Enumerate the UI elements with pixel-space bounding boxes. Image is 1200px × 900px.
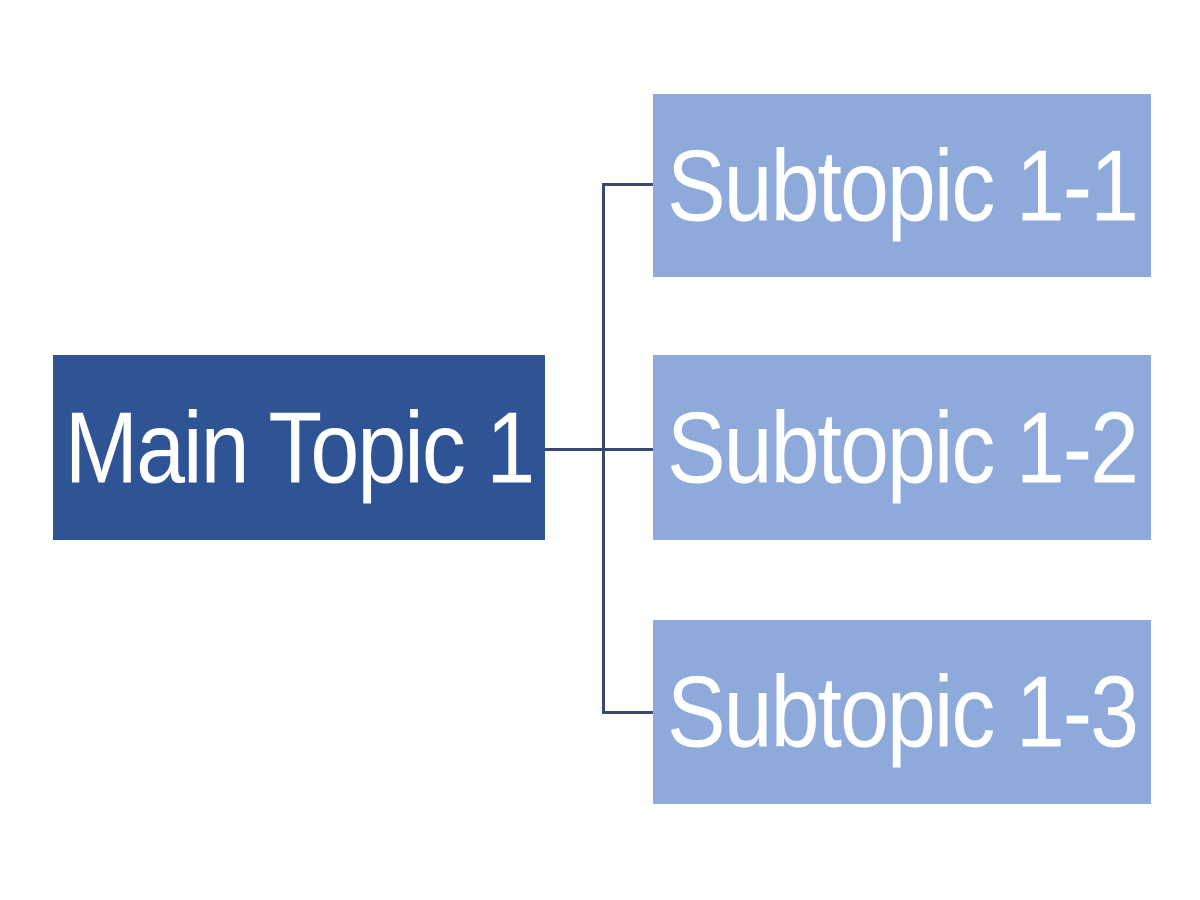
subtopic-node-3: Subtopic 1-3 — [653, 620, 1151, 804]
main-topic-node: Main Topic 1 — [53, 355, 545, 540]
connector-spine-to-subtopic-1 — [602, 183, 656, 186]
connector-main-to-spine — [545, 448, 656, 451]
subtopic-label-1: Subtopic 1-1 — [666, 128, 1139, 242]
connector-spine-to-subtopic-3 — [602, 711, 656, 714]
subtopic-label-2: Subtopic 1-2 — [666, 390, 1139, 504]
subtopic-node-1: Subtopic 1-1 — [653, 94, 1151, 277]
subtopic-label-3: Subtopic 1-3 — [666, 654, 1139, 769]
subtopic-node-2: Subtopic 1-2 — [653, 355, 1151, 540]
main-topic-label: Main Topic 1 — [64, 390, 535, 504]
connector-vertical-spine — [602, 183, 605, 714]
